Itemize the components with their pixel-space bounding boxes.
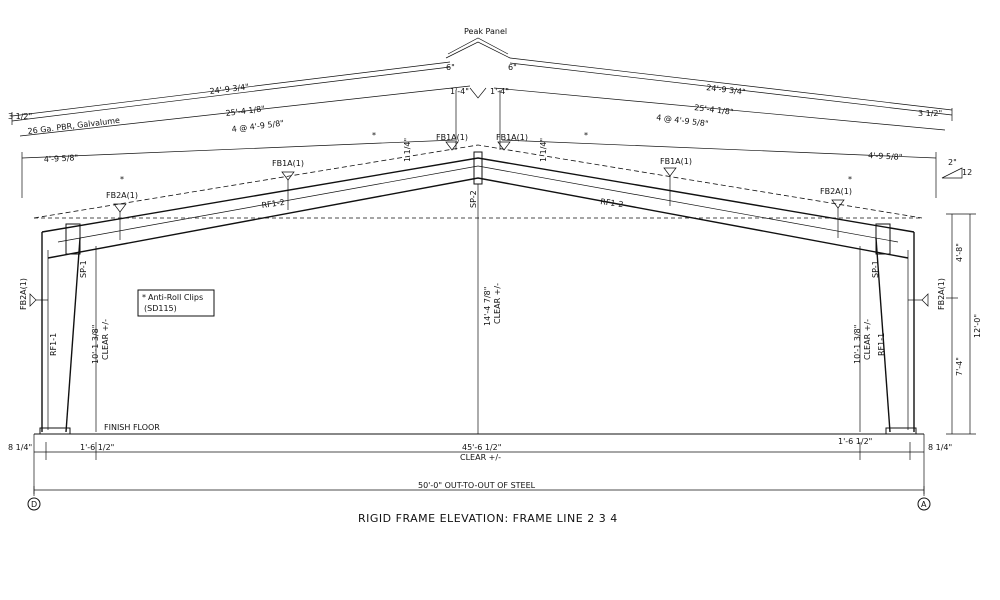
dim-right-lower: 7'-4" <box>955 357 964 376</box>
dim-right-clear: CLEAR +/- <box>863 319 872 360</box>
dim-clear-span-note: CLEAR +/- <box>460 453 501 462</box>
rafters <box>41 157 915 259</box>
bottom-dimension-lines <box>33 442 925 494</box>
dim-left-peak-lap: 6" <box>446 63 455 72</box>
dim-left-clear-height: 10'-1 3/8" <box>91 325 100 364</box>
fb1a-right-roof: FB1A(1) <box>660 157 692 166</box>
fb2a-left-col: FB2A(1) <box>19 278 28 310</box>
dim-base-right: 8 1/4" <box>928 443 952 452</box>
dim-purlin-offset-right: 1 1/4" <box>539 138 548 162</box>
dim-left-overhang: 3 1/2" <box>8 112 32 121</box>
dim-right-spacing: 4 @ 4'-9 5/8" <box>656 113 709 128</box>
dim-right-panel-mid: 25'-4 1/8" <box>694 103 734 117</box>
mark-splice-left: SP-1 <box>79 260 88 278</box>
floor-and-gridlines <box>27 184 931 511</box>
roof-panel-lines <box>11 37 953 198</box>
gridline-d-bubble <box>27 497 41 511</box>
drawing-title: RIGID FRAME ELEVATION: FRAME LINE 2 3 4 <box>358 512 618 525</box>
dim-center-clear: CLEAR +/- <box>493 283 502 324</box>
fb1a-right-peak: FB1A(1) <box>496 133 528 142</box>
anti-roll-marker-2: * <box>372 131 376 140</box>
mark-splice-right: SP-1 <box>871 260 880 278</box>
dim-left-peak-gap: 1'-4" <box>450 87 469 96</box>
gridline-d-label: D <box>31 500 37 509</box>
dim-right-overhang: 3 1/2" <box>918 109 942 118</box>
mark-rafter-left: RF1-2 <box>261 198 285 210</box>
dim-purlin-offset-left: 1 1/4" <box>403 138 412 162</box>
peak-panel-label: Peak Panel <box>464 27 507 36</box>
fb2a-left-roof: FB2A(1) <box>106 191 138 200</box>
dim-left-clear: CLEAR +/- <box>101 319 110 360</box>
gridline-a-label: A <box>921 500 927 509</box>
flange-brace-symbols <box>29 141 929 307</box>
roof-panel-note: 26 Ga. PBR, Galvalume <box>27 116 120 136</box>
fb2a-right-col: FB2A(1) <box>937 278 946 310</box>
dim-out-to-out: 50'-0" OUT-TO-OUT OF STEEL <box>418 481 536 490</box>
dim-right-clear-height: 10'-1 3/8" <box>853 325 862 364</box>
anti-roll-note-star: * <box>142 293 146 302</box>
dim-right-end-spacing: 4'-9 5/8" <box>868 151 903 162</box>
anti-roll-note-line1: Anti-Roll Clips <box>148 293 203 302</box>
anti-roll-marker-1: * <box>120 175 124 184</box>
dim-left-end-spacing: 4'-9 5/8" <box>44 153 79 164</box>
dim-right-peak-gap: 1'-4" <box>490 87 509 96</box>
dim-clear-span: 45'-6 1/2" <box>462 443 501 452</box>
gridline-a-bubble <box>917 497 931 511</box>
dim-left-panel-mid: 25'-4 1/8" <box>225 104 265 118</box>
dim-right-peak-lap: 6" <box>508 63 517 72</box>
mark-splice-peak: SP-2 <box>469 190 478 208</box>
mark-column-left: RF1-1 <box>49 333 58 356</box>
right-vertical-dimensions <box>946 213 976 435</box>
fb1a-left-peak: FB1A(1) <box>436 133 468 142</box>
dim-left-spacing: 4 @ 4'-9 5/8" <box>231 119 284 134</box>
mark-column-right: RF1-1 <box>877 333 886 356</box>
slope-rise: 2" <box>948 158 957 167</box>
anti-roll-note-line2: (SD115) <box>144 304 177 313</box>
mark-rafter-right: RF1-2 <box>600 197 624 209</box>
slope-run: 12 <box>962 168 972 177</box>
dim-right-total: 12'-0" <box>973 314 982 338</box>
columns <box>39 151 917 435</box>
anti-roll-marker-4: * <box>848 175 852 184</box>
dim-center-clear-height: 14'-4 7/8" <box>483 287 492 326</box>
anti-roll-note-box: * Anti-Roll Clips (SD115) <box>137 289 215 317</box>
dim-col-right: 1'-6 1/2" <box>838 437 872 446</box>
finish-floor-label: FINISH FLOOR <box>104 423 160 432</box>
fb2a-right-roof: FB2A(1) <box>820 187 852 196</box>
dim-right-upper: 4'-8" <box>955 243 964 262</box>
anti-roll-marker-3: * <box>584 131 588 140</box>
dim-base-left: 8 1/4" <box>8 443 32 452</box>
roof-slope-indicator: 2" 12 <box>941 158 972 179</box>
dim-col-left: 1'-6 1/2" <box>80 443 114 452</box>
fb1a-left-roof: FB1A(1) <box>272 159 304 168</box>
